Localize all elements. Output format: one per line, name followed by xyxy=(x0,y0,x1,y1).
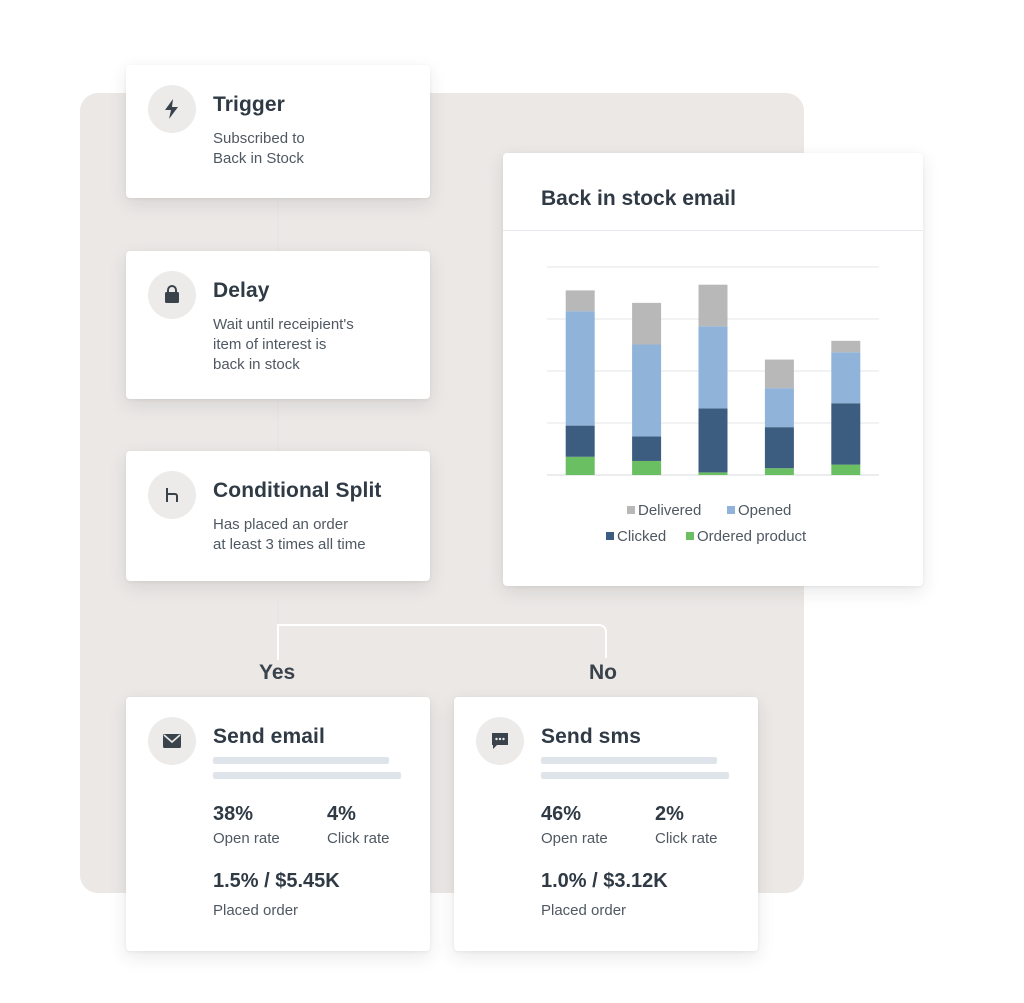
bar-segment-opened xyxy=(831,352,861,404)
chat-bubble-icon xyxy=(476,717,524,765)
bar-segment-opened xyxy=(632,344,662,437)
node-title: Delay xyxy=(213,279,270,302)
node-description: Wait until receipient's item of interest… xyxy=(213,316,354,373)
legend-clicked: Clicked xyxy=(606,528,666,545)
trigger-node[interactable]: Trigger Subscribed to Back in Stock xyxy=(126,65,430,198)
no-label: No xyxy=(589,661,617,684)
bar-segment-delivered xyxy=(565,290,595,312)
split-icon xyxy=(148,471,196,519)
legend-swatch xyxy=(606,532,614,540)
node-title: Trigger xyxy=(213,93,285,116)
bar-segment-clicked xyxy=(565,425,595,457)
branch-connector-left xyxy=(277,624,279,660)
placed-order-value: 1.5% / $5.45K xyxy=(213,870,340,892)
card-title: Send email xyxy=(213,725,325,748)
bar-segment-delivered xyxy=(764,359,794,389)
bar-segment-ordered-product xyxy=(764,468,794,475)
bar-segment-clicked xyxy=(632,436,662,461)
bar-segment-delivered xyxy=(698,284,728,327)
legend-delivered: Delivered xyxy=(627,502,701,519)
open-rate-value: 38% xyxy=(213,803,254,825)
send-email-card[interactable]: Send email 38% Open rate 4% Click rate 1… xyxy=(126,697,430,951)
legend-swatch xyxy=(727,506,735,514)
legend-swatch xyxy=(686,532,694,540)
legend-swatch xyxy=(627,506,635,514)
bar-segment-delivered xyxy=(632,302,662,345)
bar-segment-clicked xyxy=(764,427,794,469)
node-title: Conditional Split xyxy=(213,479,382,502)
flow-connector xyxy=(277,399,279,451)
placeholder-line xyxy=(541,772,729,779)
bar-segment-opened xyxy=(764,388,794,428)
bag-icon xyxy=(148,271,196,319)
placed-order-label: Placed order xyxy=(541,902,627,919)
bar-segment-ordered-product xyxy=(565,456,595,475)
chart-card: Back in stock email Delivered Opened Cli… xyxy=(503,153,923,586)
open-rate-label: Open rate xyxy=(213,830,280,847)
placed-order-value: 1.0% / $3.12K xyxy=(541,870,668,892)
open-rate-value: 46% xyxy=(541,803,582,825)
placeholder-line xyxy=(213,757,389,764)
bar-segment-opened xyxy=(565,311,595,426)
chart-divider xyxy=(503,230,923,231)
legend-ordered-product: Ordered product xyxy=(686,528,806,545)
yes-label: Yes xyxy=(259,661,296,684)
open-rate-label: Open rate xyxy=(541,830,608,847)
click-rate-label: Click rate xyxy=(327,830,390,847)
bar-segment-clicked xyxy=(831,403,861,465)
legend-opened: Opened xyxy=(727,502,791,519)
click-rate-value: 4% xyxy=(327,803,356,825)
flow-connector xyxy=(277,198,279,252)
placed-order-label: Placed order xyxy=(213,902,299,919)
bar-segment-clicked xyxy=(698,408,728,473)
node-description: Subscribed to Back in Stock xyxy=(213,130,305,167)
placeholder-line xyxy=(213,772,401,779)
bar-segment-delivered xyxy=(831,340,861,353)
card-title: Send sms xyxy=(541,725,642,748)
send-sms-card[interactable]: Send sms 46% Open rate 2% Click rate 1.0… xyxy=(454,697,758,951)
bar-segment-ordered-product xyxy=(831,464,861,475)
bar-segment-ordered-product xyxy=(632,460,662,475)
chart-title: Back in stock email xyxy=(541,187,736,210)
bar-segment-opened xyxy=(698,326,728,409)
envelope-icon xyxy=(148,717,196,765)
lightning-icon xyxy=(148,85,196,133)
placeholder-line xyxy=(541,757,717,764)
delay-node[interactable]: Delay Wait until receipient's item of in… xyxy=(126,251,430,399)
bar-segment-ordered-product xyxy=(698,472,728,475)
stacked-bar-chart xyxy=(547,266,879,476)
click-rate-label: Click rate xyxy=(655,830,718,847)
branch-connector xyxy=(277,624,607,658)
conditional-split-node[interactable]: Conditional Split Has placed an order at… xyxy=(126,451,430,581)
click-rate-value: 2% xyxy=(655,803,684,825)
node-description: Has placed an order at least 3 times all… xyxy=(213,516,366,553)
